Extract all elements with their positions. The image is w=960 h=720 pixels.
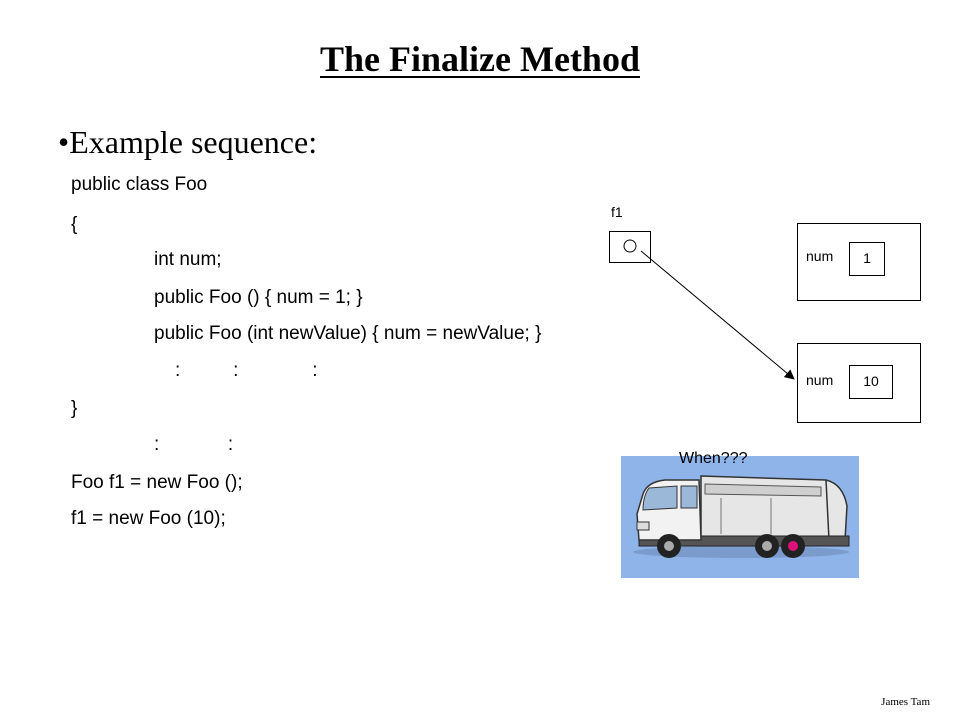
code-line: }	[71, 398, 78, 419]
object-field-label: num	[806, 248, 834, 264]
code-line: public Foo () { num = 1; }	[154, 287, 363, 308]
code-line: f1 = new Foo (10);	[71, 508, 226, 529]
pointer-origin-icon	[623, 239, 637, 253]
code-line: : : :	[175, 360, 318, 381]
object-field-value: 10	[849, 365, 893, 399]
object-field-label: num	[806, 372, 834, 388]
code-line: {	[71, 214, 78, 235]
code-line: int num;	[154, 249, 222, 270]
code-line: public class Foo	[71, 174, 208, 195]
object-field-value: 1	[849, 242, 885, 276]
garbage-truck-panel	[621, 456, 859, 578]
bullet-text: Example sequence:	[69, 124, 318, 160]
bullet-heading: •Example sequence:	[58, 124, 317, 161]
code-line: public Foo (int newValue) { num = newVal…	[154, 323, 542, 344]
author-footer: James Tam	[881, 696, 930, 708]
code-line: : :	[154, 434, 234, 455]
slide-title: The Finalize Method	[320, 39, 640, 79]
bullet-marker: •	[58, 124, 70, 160]
garbage-truck-icon	[633, 475, 850, 558]
when-question-label: When???	[679, 450, 748, 467]
code-line: Foo f1 = new Foo ();	[71, 472, 243, 493]
reference-label: f1	[611, 204, 623, 220]
